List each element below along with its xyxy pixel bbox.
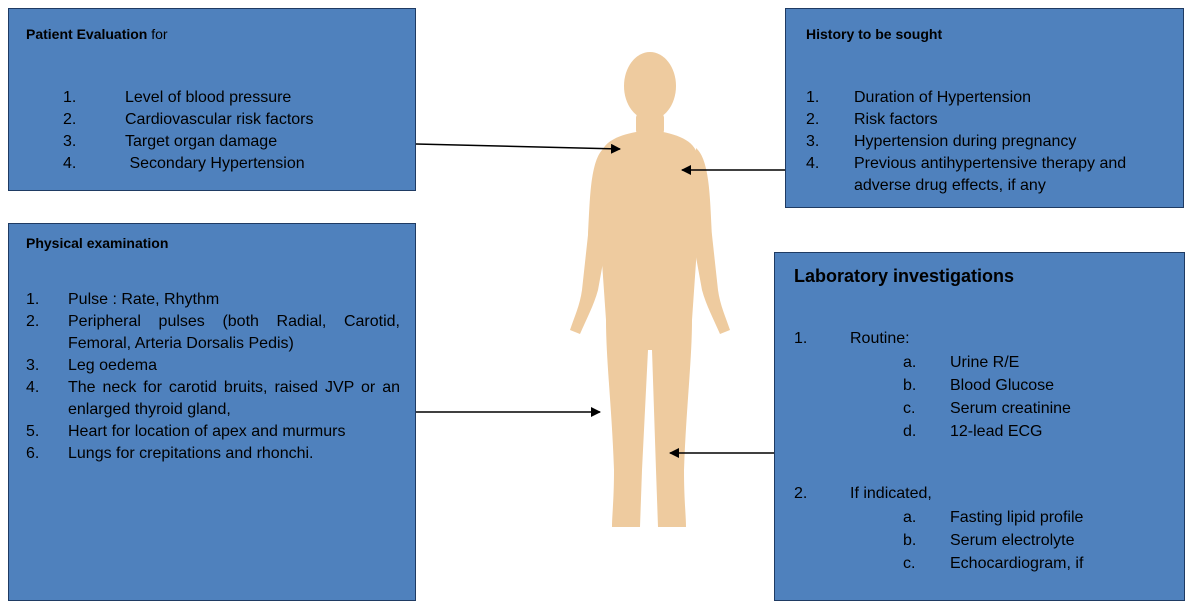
list-item: 2.Risk factors (806, 109, 1166, 131)
list-item: c.Serum creatinine (903, 397, 1174, 420)
routine-section: 1.Routine: a.Urine R/E b.Blood Glucose c… (794, 328, 1174, 443)
list-item: 3.Target organ damage (63, 131, 403, 153)
list-item: a.Urine R/E (903, 351, 1174, 374)
list-item: d.12-lead ECG (903, 420, 1174, 443)
laboratory-investigations-title: Laboratory investigations (794, 266, 1014, 287)
list-item: 3.Leg oedema (26, 355, 400, 377)
arrow-evaluation-to-chest (416, 144, 620, 149)
patient-evaluation-title: Patient Evaluation for (26, 26, 168, 42)
history-title: History to be sought (806, 26, 942, 42)
list-item: 5.Heart for location of apex and murmurs (26, 421, 400, 443)
patient-evaluation-box: Patient Evaluation for 1.Level of blood … (8, 8, 416, 191)
list-item: 2.Peripheral pulses (both Radial, Caroti… (26, 311, 400, 355)
list-item: 1.Duration of Hypertension (806, 87, 1166, 109)
list-item: 1.Pulse : Rate, Rhythm (26, 289, 400, 311)
list-item: b.Serum electrolyte (903, 529, 1174, 552)
routine-label: 1.Routine: (794, 328, 1174, 350)
list-item: 4.Previous antihypertensive therapy and … (806, 153, 1166, 197)
list-item: b.Blood Glucose (903, 374, 1174, 397)
history-box: History to be sought 1.Duration of Hyper… (785, 8, 1184, 208)
if-indicated-section: 2.If indicated, a.Fasting lipid profile … (794, 483, 1174, 575)
physical-examination-box: Physical examination 1.Pulse : Rate, Rhy… (8, 223, 416, 601)
if-indicated-label: 2.If indicated, (794, 483, 1174, 505)
list-item: 6.Lungs for crepitations and rhonchi. (26, 443, 400, 465)
laboratory-investigations-box: Laboratory investigations 1.Routine: a.U… (774, 252, 1185, 601)
list-item: 2.Cardiovascular risk factors (63, 109, 403, 131)
list-item: 3.Hypertension during pregnancy (806, 131, 1166, 153)
list-item: c.Echocardiogram, if (903, 552, 1174, 575)
list-item: a.Fasting lipid profile (903, 506, 1174, 529)
physical-examination-title: Physical examination (26, 235, 168, 251)
list-item: 4.The neck for carotid bruits, raised JV… (26, 377, 400, 421)
list-item: 4. Secondary Hypertension (63, 153, 403, 175)
list-item: 1.Level of blood pressure (63, 87, 403, 109)
